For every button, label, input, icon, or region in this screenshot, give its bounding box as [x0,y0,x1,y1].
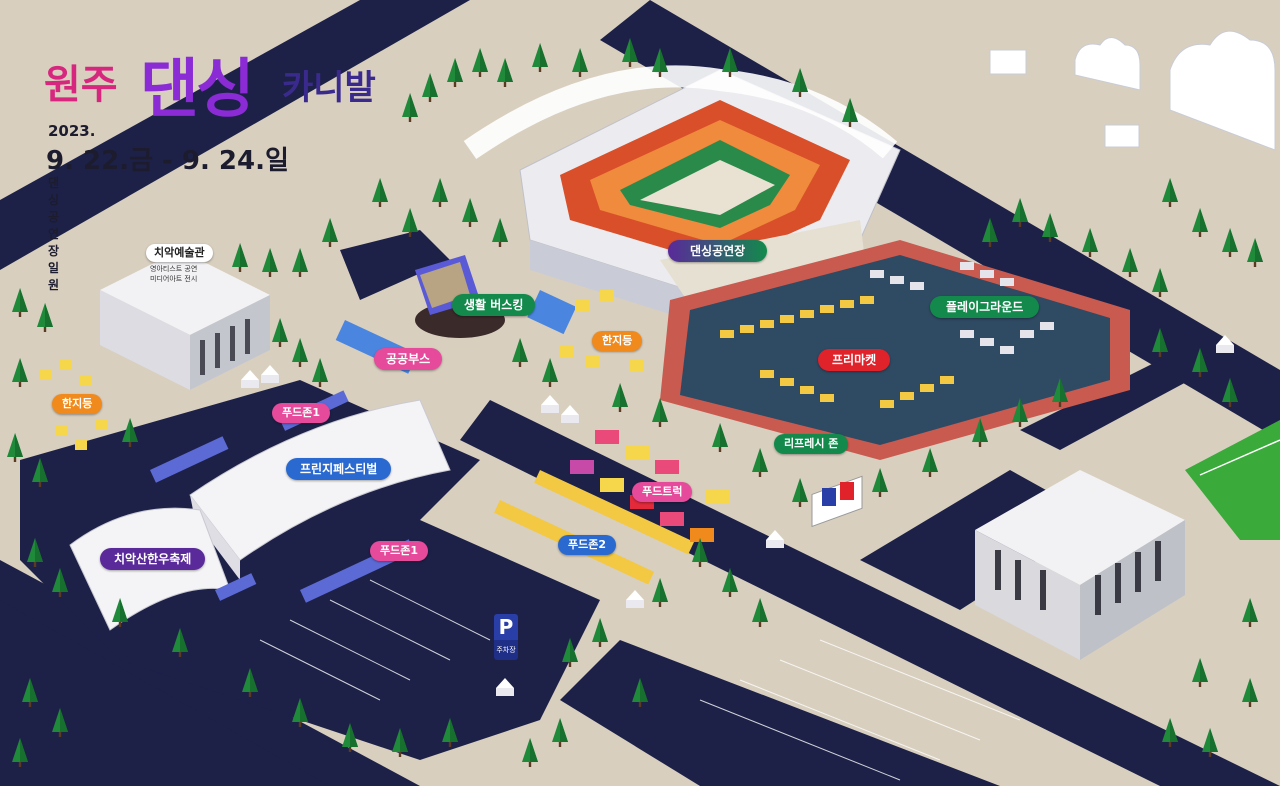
parking-sign[interactable]: P 주차장 [494,614,518,660]
label-fringe-festival[interactable]: 프린지페스티벌 [286,458,392,480]
label-food-zone1-bottom[interactable]: 푸드존1 [370,541,429,561]
parking-icon: P [494,614,518,640]
label-dancing-stage[interactable]: 댄싱공연장 [668,240,768,262]
chiak-arts-note-2: 미디어아트 전시 [150,275,198,283]
label-playground[interactable]: 플레이그라운드 [930,296,1040,318]
soccer-field [1185,420,1280,540]
label-chiak-arts-center[interactable]: 치악예술관 [146,244,213,262]
label-refresh-zone[interactable]: 리프레시 존 [774,434,849,454]
label-hanjideung-left[interactable]: 한지등 [52,394,103,414]
label-hanjideung-center[interactable]: 한지등 [592,331,643,351]
title-part-wonju: 원주 [44,62,118,108]
parking-lot-lines [259,579,1021,781]
label-public-booth[interactable]: 공공부스 [374,348,443,370]
chiak-arts-building [100,250,270,390]
label-food-zone2[interactable]: 푸드존2 [558,535,617,555]
label-food-zone1-top[interactable]: 푸드존1 [272,403,331,423]
chiak-arts-note-1: 영아티스트 공연 [150,265,198,273]
label-food-truck[interactable]: 푸드트럭 [632,482,693,502]
festival-year: 2023. [48,122,96,140]
label-living-busking[interactable]: 생활 버스킹 [452,294,536,316]
playground-track [660,240,1130,460]
label-chiaksan-hanwoo[interactable]: 치악산한우축제 [100,548,206,570]
parking-label: 주차장 [494,640,518,660]
festival-venue: 댄싱공연장 일원 [48,176,60,292]
title-part-carnival: 카니발 [282,68,376,108]
clouds [989,30,1276,151]
label-flea-market[interactable]: 프리마켓 [818,349,891,371]
large-building [975,470,1185,660]
restroom-icon [811,475,863,528]
festival-dates: 9. 22.금 - 9. 24.일 [46,146,289,176]
title-part-dancing: 댄싱 [140,53,255,127]
